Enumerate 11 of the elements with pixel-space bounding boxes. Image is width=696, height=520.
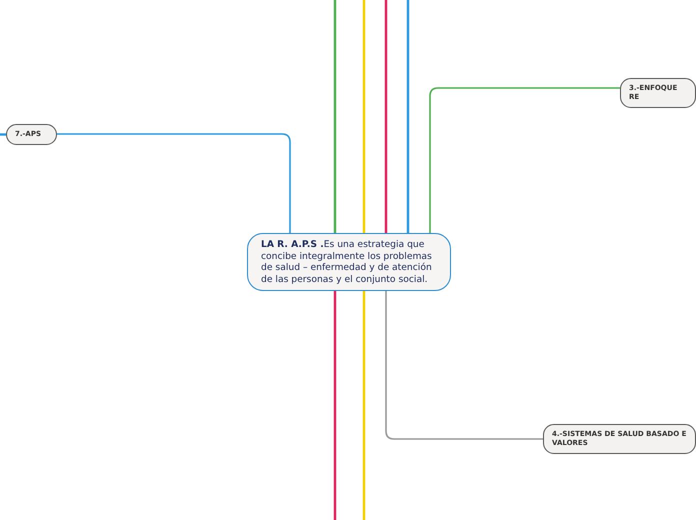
branch-line	[406, 0, 410, 233]
branch-line	[429, 87, 620, 233]
central-topic-box: LA R. A.P.S .Es una estrategia que concibe integralmente los problemas de salud – enfermedad y de atención de las personas y el conjunto social.	[247, 233, 451, 291]
branch-line	[362, 0, 366, 233]
branch-line	[334, 290, 336, 520]
branch-line	[57, 133, 291, 233]
branch-line	[334, 0, 336, 233]
branch-line	[0, 133, 6, 136]
branch-line	[384, 0, 388, 233]
branch-line	[385, 290, 543, 440]
branch-line	[362, 290, 366, 520]
